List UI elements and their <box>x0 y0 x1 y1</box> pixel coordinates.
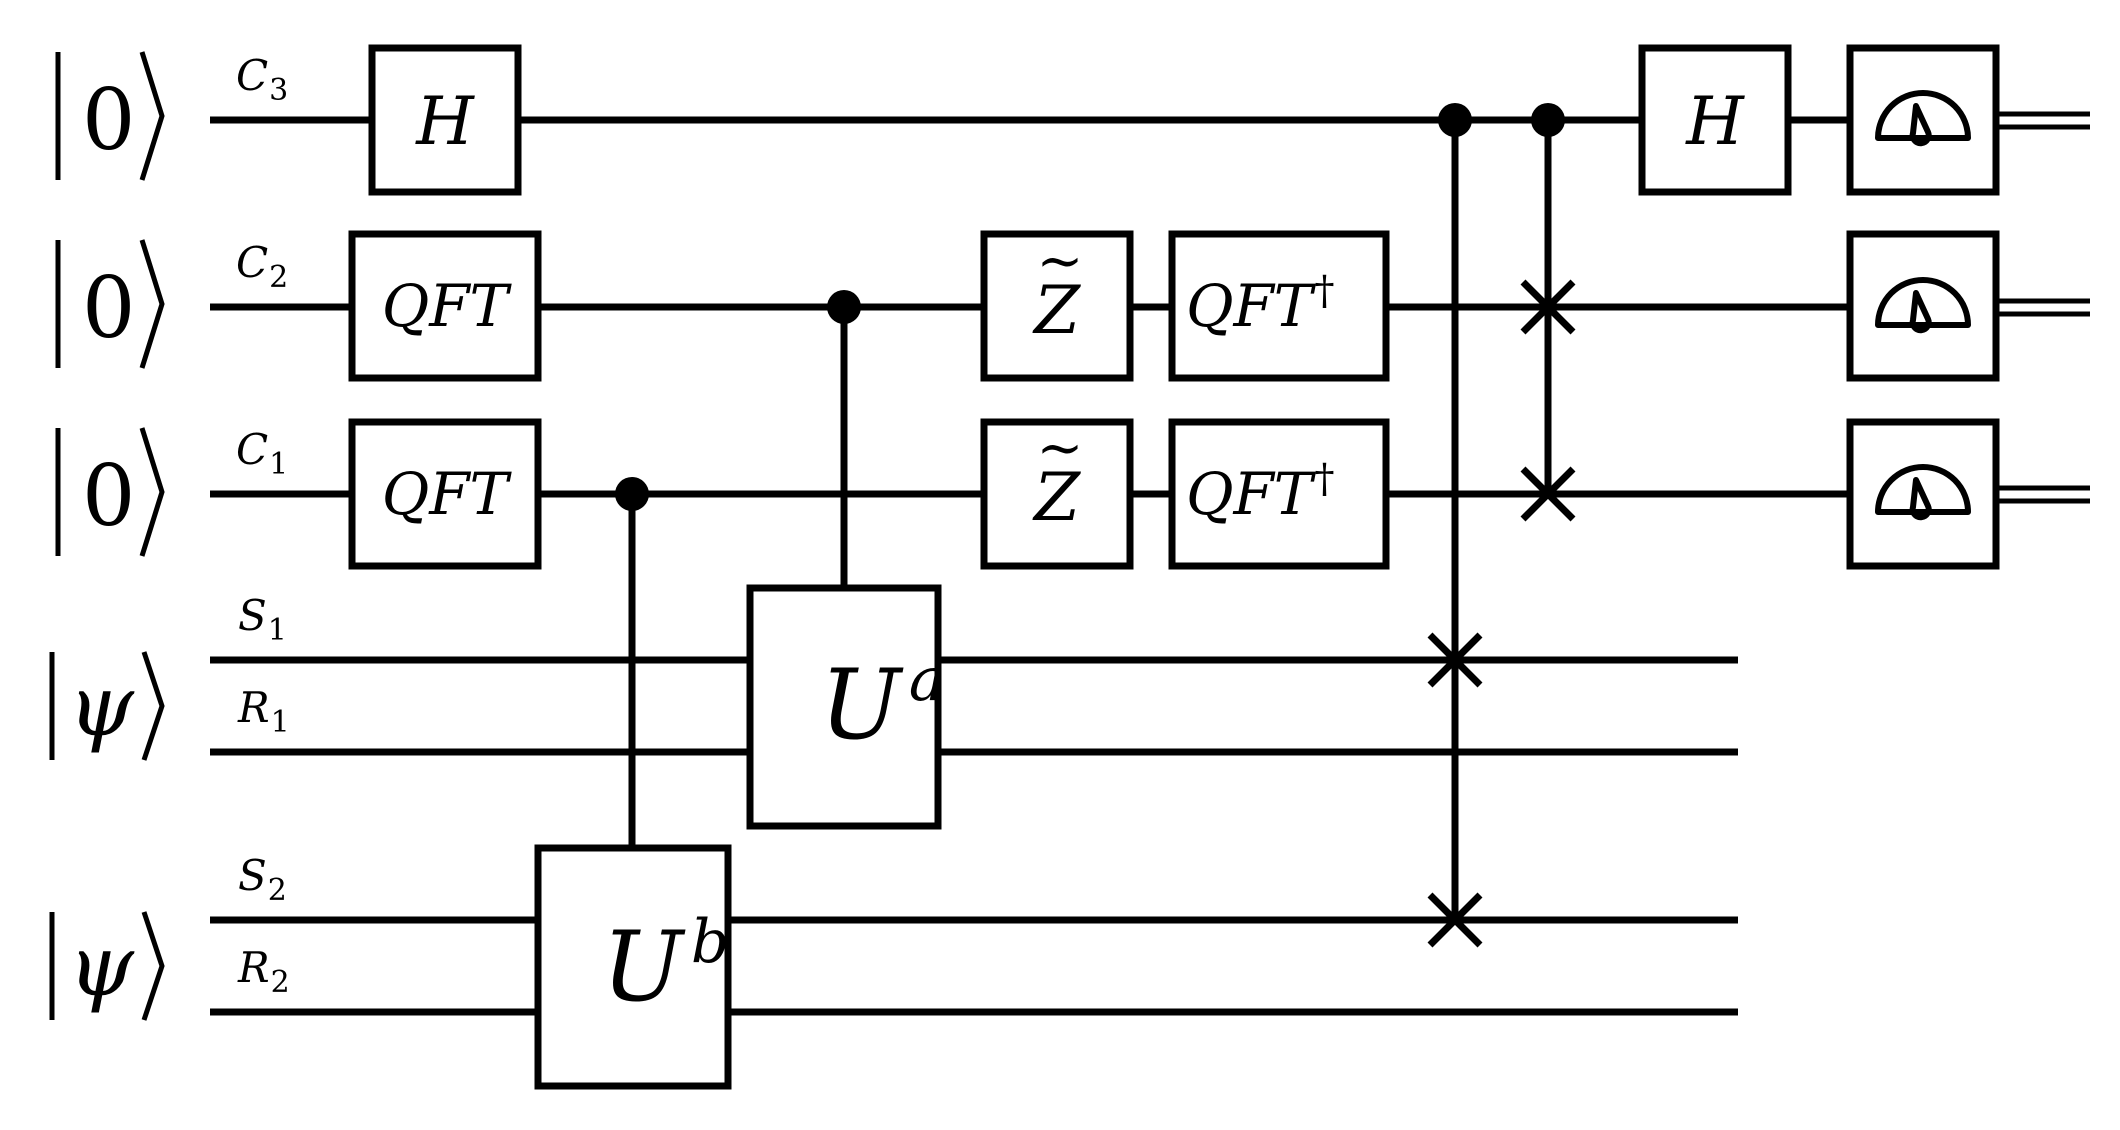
gate-h-first <box>368 44 522 196</box>
gate-z-c2-label: Z <box>1032 272 1081 349</box>
wire-label-s1: S1 <box>238 591 287 648</box>
gate-h-last <box>1638 44 1792 196</box>
input-ket-2: 0 <box>55 239 165 369</box>
gate-z-c1-label: Z <box>1032 459 1081 536</box>
measure-box-c2 <box>1846 230 2000 382</box>
control-dot-c1 <box>615 477 649 511</box>
gate-qftdag-c2-label: QFT† <box>1186 268 1334 340</box>
gate-h-first-label: H <box>415 83 475 160</box>
gate-z-c2 <box>980 230 1134 382</box>
gate-z-c1 <box>980 418 1134 570</box>
input-ket-4: ψ <box>49 651 165 761</box>
input-ket-3: 0 <box>55 427 165 557</box>
svg-text:ψ: ψ <box>68 917 135 1015</box>
wire-label-c3: C3 <box>236 51 288 108</box>
wire-label-r2: R2 <box>237 943 290 1000</box>
swap-cross-s1 <box>1427 632 1483 688</box>
gate-qft-c1-label: QFT <box>382 460 513 528</box>
gate-qft-c2 <box>348 230 542 382</box>
gate-h-last-label: H <box>1685 83 1745 160</box>
swap-cross-c2 <box>1520 279 1576 335</box>
swap-cross-c1 <box>1520 466 1576 522</box>
svg-text:0: 0 <box>82 259 135 357</box>
wire-label-r1: R1 <box>237 683 290 740</box>
gate-u-b <box>534 844 732 1090</box>
wire-label-s2: S2 <box>238 851 287 908</box>
meter-icon <box>1875 90 1971 147</box>
wire-label-c1: C1 <box>236 425 288 482</box>
gate-u-a <box>746 584 942 830</box>
input-ket-5: ψ <box>49 911 165 1021</box>
control-dot-c3-a <box>1438 103 1472 137</box>
gate-qft-c2-label: QFT <box>382 272 513 340</box>
svg-text:ψ: ψ <box>68 657 135 755</box>
gate-qftdag-c1-label: QFT† <box>1186 456 1334 528</box>
meter-icon <box>1875 277 1971 334</box>
gate-qftdag-c2 <box>1168 230 1390 382</box>
wire-label-c2: C2 <box>236 238 288 295</box>
gate-z-c1-tilde: ~ <box>1037 416 1084 481</box>
classical-output-c1 <box>1996 485 2090 504</box>
input-ket-1: 0 <box>55 51 165 181</box>
svg-text:0: 0 <box>82 447 135 545</box>
classical-output-c2 <box>1996 298 2090 317</box>
meter-icon <box>1875 464 1971 521</box>
swap-cross-s2 <box>1427 892 1483 948</box>
gate-z-c2-tilde: ~ <box>1037 229 1084 294</box>
gate-qftdag-c1 <box>1168 418 1390 570</box>
control-dot-c3-b <box>1531 103 1565 137</box>
control-dot-c2 <box>827 290 861 324</box>
classical-output-c3 <box>1996 111 2090 130</box>
gate-qft-c1 <box>348 418 542 570</box>
svg-text:0: 0 <box>82 71 135 169</box>
